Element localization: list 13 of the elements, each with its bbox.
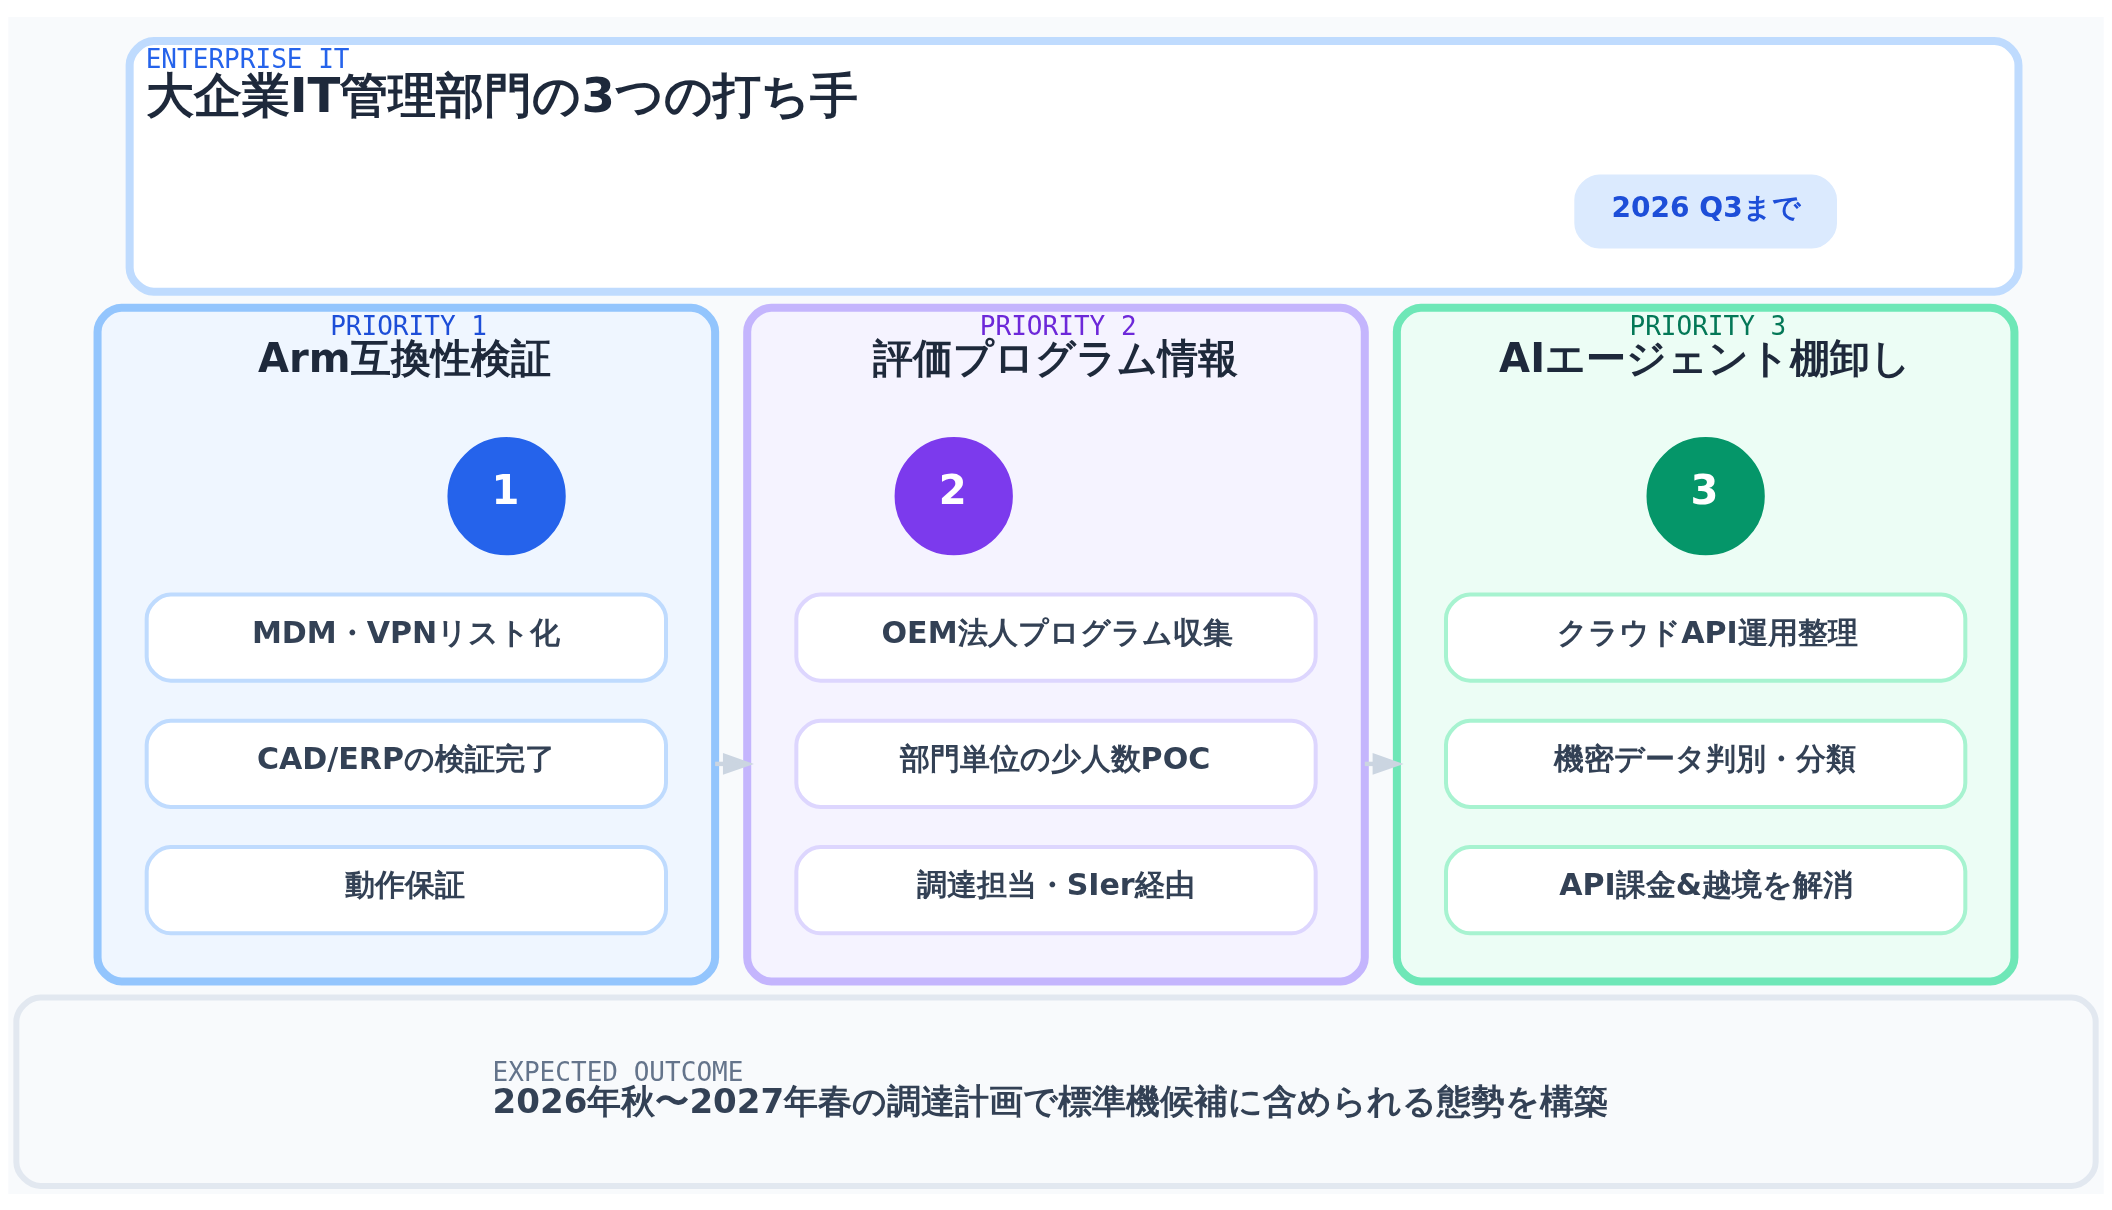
node-box: MDM・VPNリスト化 xyxy=(144,591,668,683)
node-box: CAD/ERPの検証完了 xyxy=(144,718,668,809)
node-circle: 3 xyxy=(1646,436,1765,555)
node-box: クラウドAPI運用整理 xyxy=(1444,591,1968,683)
node-box: OEM法人プログラム収集 xyxy=(794,591,1318,683)
node-circle: 2 xyxy=(894,436,1013,555)
node-circle: 1 xyxy=(447,436,566,555)
node-box: 2026 Q3まで xyxy=(1574,173,1837,249)
node-box: 部門単位の少人数POC xyxy=(794,718,1318,809)
node-box: 機密データ判別・分類 xyxy=(1444,718,1968,809)
node-box: API課金&越境を解消 xyxy=(1444,844,1968,935)
node-box: 動作保証 xyxy=(144,844,668,935)
node-box: 調達担当・SIer経由 xyxy=(794,844,1318,935)
